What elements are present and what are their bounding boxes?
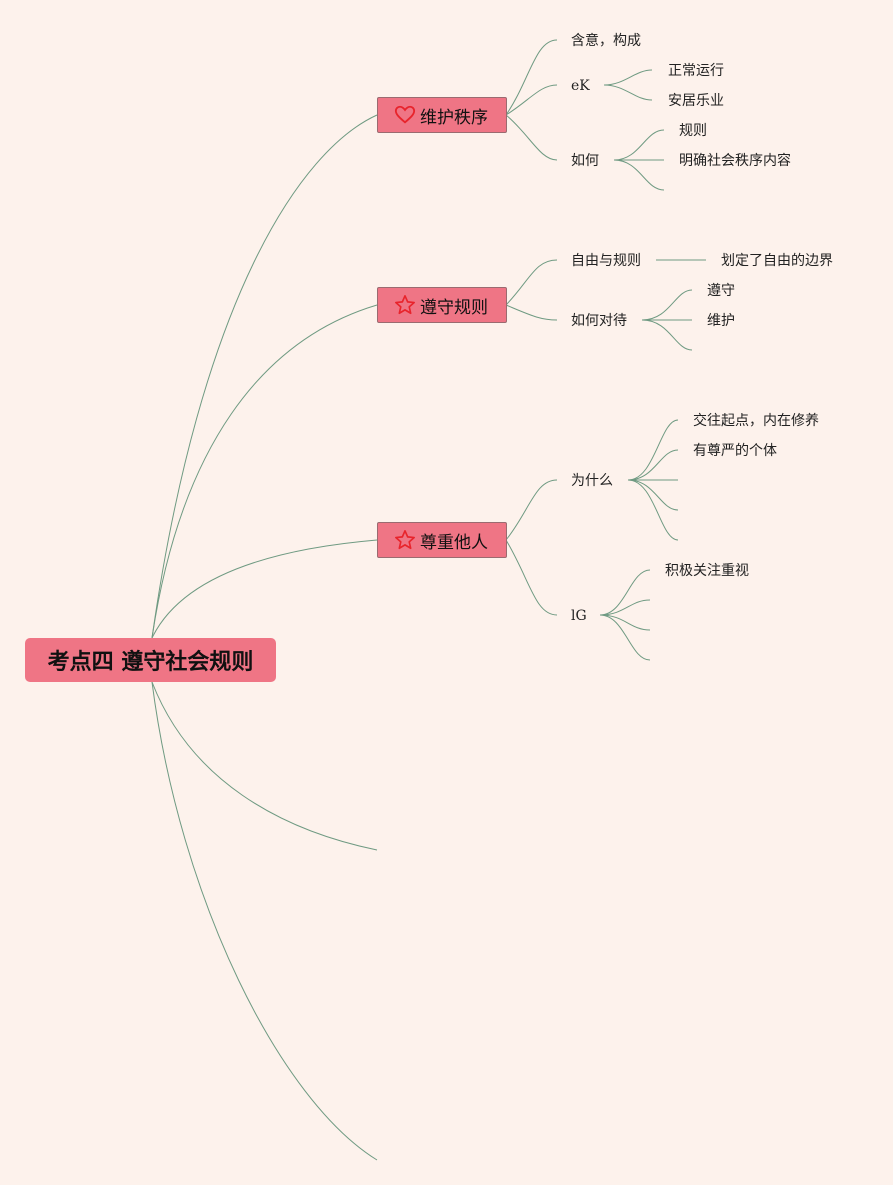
topic-rules[interactable]: 规则 [679,123,707,139]
connector [151,114,378,639]
branch-label: 遵守规则 [420,297,488,318]
heart-icon [394,105,416,124]
connector [505,114,558,161]
connector [603,69,653,86]
connector [627,419,679,481]
connector [505,479,558,541]
topic-lg[interactable]: lG [571,608,587,624]
branch-respect-others[interactable]: 尊重他人 [377,522,507,558]
connector [151,304,378,639]
branch-obey-rules[interactable]: 遵守规则 [377,287,507,323]
topic-ek[interactable]: eK [571,78,590,94]
connector [151,681,378,1161]
branch-maintain-order[interactable]: 维护秩序 [377,97,507,133]
topic-meaning-composition[interactable]: 含意，构成 [571,33,641,49]
connector [505,539,558,616]
connector [627,449,679,481]
connector [151,681,378,851]
root-topic[interactable]: 考点四 遵守社会规则 [25,638,276,682]
connector [505,84,558,116]
topic-freedom-boundary[interactable]: 划定了自由的边界 [721,253,833,269]
star-icon [395,295,415,315]
topic-dignified-individual[interactable]: 有尊严的个体 [693,443,777,459]
star-icon [395,530,415,550]
connector [627,479,679,541]
root-topic-label: 考点四 遵守社会规则 [47,650,254,675]
topic-maintain[interactable]: 维护 [707,313,735,329]
topic-clarify-order[interactable]: 明确社会秩序内容 [679,153,791,169]
connector [599,599,651,616]
branch-label: 尊重他人 [420,532,488,553]
connector [599,614,651,661]
connector [613,159,665,191]
connector [641,289,693,321]
topic-live-work-peace[interactable]: 安居乐业 [668,93,724,109]
topic-how[interactable]: 如何 [571,153,599,169]
connector [641,319,693,351]
connector [151,539,378,639]
topic-freedom-and-rules[interactable]: 自由与规则 [571,253,641,269]
topic-obey[interactable]: 遵守 [707,283,735,299]
topic-starting-point[interactable]: 交往起点，内在修养 [693,413,819,429]
topic-active-attention[interactable]: 积极关注重视 [665,563,749,579]
connector [599,614,651,631]
connector [505,39,558,116]
connector [603,84,653,101]
connector [613,129,665,161]
branch-label: 维护秩序 [420,107,488,128]
connector [627,479,679,511]
topic-why[interactable]: 为什么 [571,473,613,489]
connector [505,259,558,306]
connector [599,569,651,616]
topic-normal-operation[interactable]: 正常运行 [668,63,724,79]
topic-how-to-treat[interactable]: 如何对待 [571,313,627,329]
connector [505,304,558,321]
